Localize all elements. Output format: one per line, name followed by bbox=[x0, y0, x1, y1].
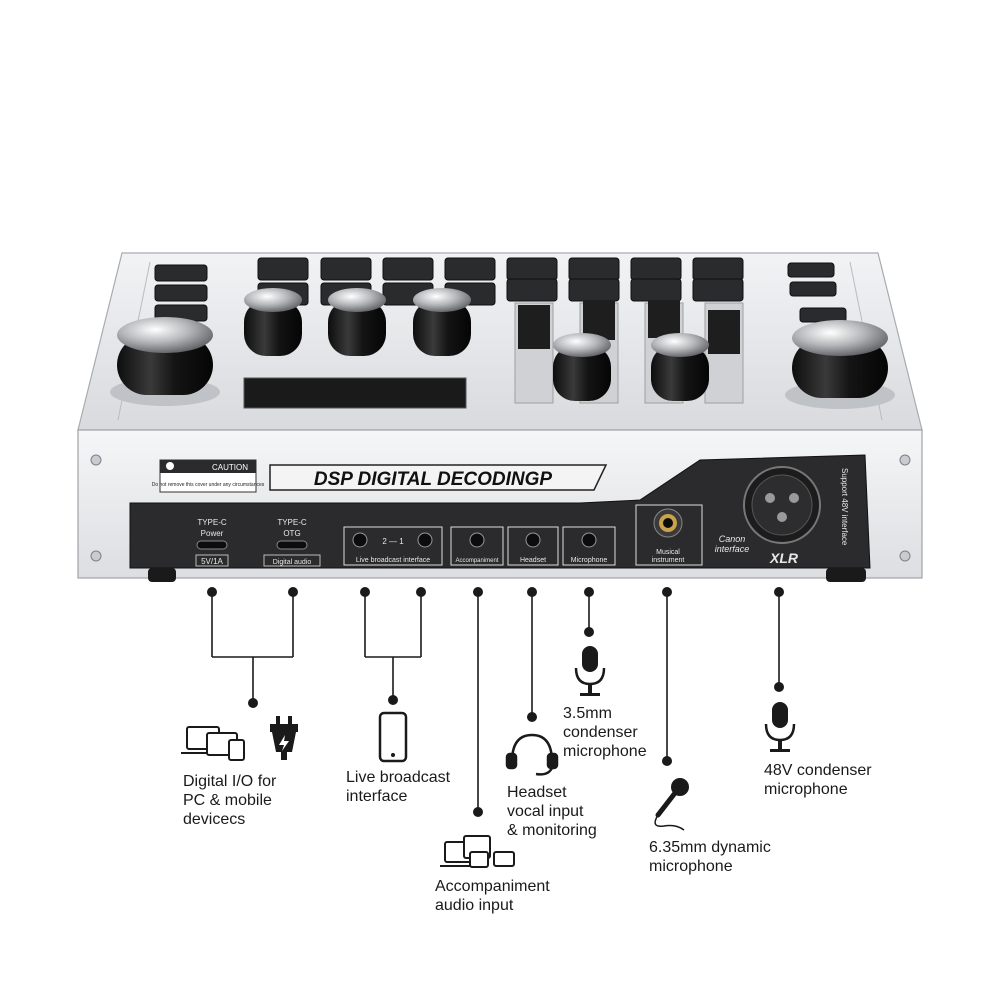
typec-power-spec: 5V/1A bbox=[201, 557, 223, 566]
canon-label-1: Canon bbox=[719, 534, 746, 544]
knob-4[interactable] bbox=[553, 333, 611, 401]
title-banner: DSP DIGITAL DECODINGP bbox=[269, 464, 608, 491]
callout-digital-io: Digital I/O for PC & mobile devicecs bbox=[183, 773, 277, 828]
headset-port[interactable]: Headset bbox=[507, 526, 559, 566]
display-window bbox=[243, 377, 467, 409]
headset-port-label: Headset bbox=[520, 557, 546, 564]
instrument-port-label-1: Musical bbox=[656, 549, 680, 556]
typec-otg-title: TYPE-C bbox=[277, 518, 307, 527]
knob-right-large[interactable] bbox=[785, 320, 895, 409]
microphone-port-label: Microphone bbox=[571, 557, 608, 564]
devices-icon bbox=[181, 726, 245, 761]
callout-condenser-35: 3.5mm condenser microphone bbox=[563, 705, 647, 760]
caution-text: Do not remove this cover under any circu… bbox=[152, 482, 265, 488]
callout-accompaniment: Accompaniment audio input bbox=[435, 878, 550, 914]
live-broadcast-port-label: Live broadcast interface bbox=[356, 557, 430, 564]
knob-3[interactable] bbox=[413, 288, 471, 356]
microphone-port[interactable]: Microphone bbox=[562, 526, 616, 566]
callout-condenser-48v: 48V condenser microphone bbox=[764, 762, 872, 798]
headset-icon bbox=[505, 733, 559, 776]
live-broadcast-mark: 2 — 1 bbox=[382, 537, 404, 546]
callout-dynamic-635: 6.35mm dynamic microphone bbox=[649, 839, 771, 875]
microphone-48v-icon bbox=[764, 702, 796, 752]
devices-icon-accompaniment bbox=[440, 835, 515, 868]
callout-live-broadcast: Live broadcast interface bbox=[346, 769, 451, 805]
typec-otg-port[interactable]: TYPE-C OTG Digital audio bbox=[263, 518, 321, 567]
microphone-condenser-icon bbox=[574, 646, 606, 696]
instrument-port[interactable]: Musical instrument bbox=[635, 504, 703, 566]
typec-otg-spec: Digital audio bbox=[273, 559, 312, 566]
caution-heading: CAUTION bbox=[212, 463, 248, 472]
typec-power-sub: Power bbox=[201, 529, 224, 538]
live-broadcast-ports[interactable]: 2 — 1 Live broadcast interface bbox=[343, 526, 443, 566]
knob-left-large[interactable] bbox=[110, 317, 220, 406]
canon-label-2: interface bbox=[715, 544, 750, 554]
xlr-port[interactable]: Canon interface XLR Support 48V interfac… bbox=[715, 466, 849, 566]
knob-1[interactable] bbox=[244, 288, 302, 356]
typec-power-title: TYPE-C bbox=[197, 518, 227, 527]
device-title: DSP DIGITAL DECODINGP bbox=[314, 469, 553, 490]
xlr-label: XLR bbox=[769, 550, 799, 566]
accompaniment-port-label: Accompaniment bbox=[455, 558, 498, 564]
typec-power-port[interactable]: TYPE-C Power 5V/1A bbox=[195, 518, 229, 567]
microphone-dynamic-icon bbox=[654, 778, 689, 831]
support-48v-label: Support 48V interface bbox=[840, 468, 849, 546]
knob-5[interactable] bbox=[651, 333, 709, 401]
typec-otg-sub: OTG bbox=[283, 529, 300, 538]
instrument-port-label-2: instrument bbox=[652, 557, 685, 564]
knob-2[interactable] bbox=[328, 288, 386, 356]
smartphone-icon bbox=[378, 711, 408, 763]
callout-dots bbox=[207, 587, 784, 817]
callout-lines bbox=[211, 592, 780, 812]
accompaniment-port[interactable]: Accompaniment bbox=[450, 526, 504, 566]
caution-label: CAUTION Do not remove this cover under a… bbox=[152, 459, 265, 493]
power-plug-icon bbox=[270, 716, 298, 760]
callout-headset: Headset vocal input & monitoring bbox=[507, 784, 597, 839]
